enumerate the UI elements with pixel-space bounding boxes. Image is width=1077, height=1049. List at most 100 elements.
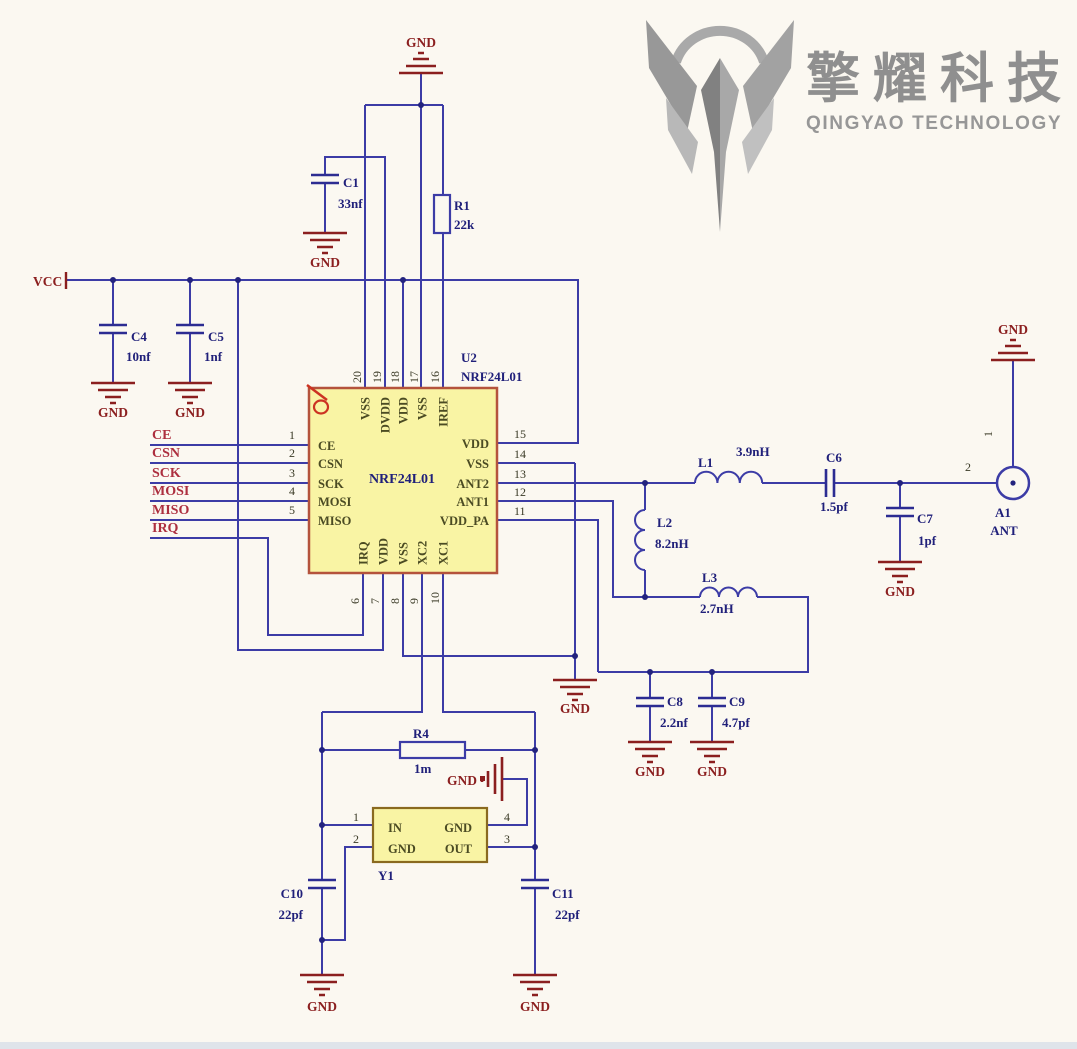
ic-pin-name-ant1: ANT1 <box>456 495 489 509</box>
gnd-label-top: GND <box>406 35 436 50</box>
y1-pin-in: IN <box>388 821 402 835</box>
l2-refdes: L2 <box>657 515 672 530</box>
pin-num-2: 2 <box>289 446 295 460</box>
ic-pin-name-miso: MISO <box>318 514 352 528</box>
signal-sck: SCK <box>152 466 181 481</box>
component-labels: C1 33nf C4 10nf C5 1nf R1 22k L1 3.9nH L… <box>126 175 937 922</box>
gnd-label-c8: GND <box>635 764 665 779</box>
ic-pin-name-ant2: ANT2 <box>456 477 489 491</box>
ic-pin-name-vddpa: VDD_PA <box>440 514 489 528</box>
l1-refdes: L1 <box>698 455 713 470</box>
vcc-label: VCC <box>33 274 62 289</box>
ic-pin-name-vdd18: VDD <box>397 397 411 424</box>
pin1-mark-slash <box>306 384 328 401</box>
gnd-port-dash <box>480 776 485 781</box>
capacitor-plates <box>99 173 914 890</box>
ic-u2: NRF24L01 CE CSN SCK MOSI MISO VDD VSS AN… <box>289 350 526 604</box>
pin-num-17: 17 <box>407 371 421 383</box>
ant-pin1-num: 1 <box>981 431 995 437</box>
wires <box>66 73 1014 975</box>
resistor-r1 <box>432 193 452 235</box>
c6-refdes: C6 <box>826 450 842 465</box>
ic-part: NRF24L01 <box>461 369 522 384</box>
gnd-label-c1: GND <box>310 255 340 270</box>
pin-num-7: 7 <box>368 598 382 604</box>
antenna-center-dot <box>1010 480 1016 486</box>
ic-pin-name-dvdd: DVDD <box>379 397 393 433</box>
l2-value: 8.2nH <box>655 536 689 551</box>
pin-num-8: 8 <box>388 598 402 604</box>
pin-num-18: 18 <box>388 371 402 383</box>
resistor-r4 <box>398 740 467 760</box>
y1-pin-out: OUT <box>445 842 473 856</box>
antenna-symbol <box>995 465 1031 501</box>
c7-value: 1pf <box>918 533 937 548</box>
c10-value: 22pf <box>278 907 303 922</box>
c1-plates <box>311 173 339 185</box>
gnd-label-ant: GND <box>998 322 1028 337</box>
ant-refdes: A1 <box>995 505 1011 520</box>
c6-value: 1.5pf <box>820 499 848 514</box>
pin-num-16: 16 <box>428 371 442 383</box>
inductor-l3 <box>699 586 758 598</box>
signal-ce: CE <box>152 428 171 443</box>
r4-value: 1m <box>414 761 432 776</box>
c5-refdes: C5 <box>208 329 224 344</box>
signal-csn: CSN <box>152 446 180 461</box>
gnd-label-c9: GND <box>697 764 727 779</box>
ic-pin-name-vss20: VSS <box>359 397 373 420</box>
c11-refdes: C11 <box>552 886 574 901</box>
y1-pin-gnd-l: GND <box>388 842 416 856</box>
crystal-y1: IN GND GND OUT 1 2 4 3 Y1 <box>353 806 510 883</box>
r1-refdes: R1 <box>454 198 470 213</box>
ic-body <box>307 386 499 575</box>
pin-num-19: 19 <box>370 371 384 383</box>
y1-num-2: 2 <box>353 832 359 846</box>
pin-num-13: 13 <box>514 467 526 481</box>
ic-pin-name-xc1: XC1 <box>437 541 451 565</box>
pin-num-10: 10 <box>428 592 442 604</box>
r4-refdes: R4 <box>413 726 429 741</box>
logo: 擎耀科技 QINGYAO TECHNOLOGY <box>646 20 1061 232</box>
inductor-l2 <box>634 509 646 571</box>
l3-refdes: L3 <box>702 570 718 585</box>
gnd-label-c4: GND <box>98 405 128 420</box>
ic-pin-name-mosi: MOSI <box>318 495 351 509</box>
ic-pin-name-irq: IRQ <box>357 541 371 565</box>
inductor-l1 <box>694 470 764 484</box>
c4-value: 10nf <box>126 349 151 364</box>
c4-plates <box>99 323 127 335</box>
c6-plates <box>824 469 836 497</box>
ic-pin-name-vdd7: VDD <box>377 538 391 565</box>
c9-refdes: C9 <box>729 694 745 709</box>
gnd-label-mid: GND <box>560 701 590 716</box>
gnd-symbols <box>89 51 1037 997</box>
gnd-label-c11: GND <box>520 999 550 1014</box>
pin-num-11: 11 <box>514 504 526 518</box>
pin-num-20: 20 <box>350 371 364 383</box>
c4-refdes: C4 <box>131 329 147 344</box>
pin-num-3: 3 <box>289 466 295 480</box>
c9-value: 4.7pf <box>722 715 750 730</box>
y1-num-3: 3 <box>504 832 510 846</box>
ic-pin-name-ce: CE <box>318 439 335 453</box>
pin-num-12: 12 <box>514 485 526 499</box>
ic-pin-name-vdd: VDD <box>462 437 489 451</box>
y1-refdes: Y1 <box>378 868 394 883</box>
gnd-label-c5: GND <box>175 405 205 420</box>
gnd-label-c7: GND <box>885 584 915 599</box>
l1-value: 3.9nH <box>736 444 770 459</box>
bottom-border <box>0 1042 1077 1049</box>
antenna-a1: 2 1 A1 ANT <box>965 431 1031 538</box>
c11-plates <box>521 878 549 890</box>
c7-plates <box>886 506 914 518</box>
ic-pin-name-vss8: VSS <box>397 542 411 565</box>
ic-pin-name-vss17: VSS <box>416 397 430 420</box>
y1-pin-gnd-r: GND <box>444 821 472 835</box>
gnd-label-y1: GND <box>447 773 477 788</box>
ic-pin-name-vss: VSS <box>466 457 489 471</box>
pin-num-15: 15 <box>514 427 526 441</box>
c8-refdes: C8 <box>667 694 683 709</box>
ic-pin-name-sck: SCK <box>318 477 344 491</box>
